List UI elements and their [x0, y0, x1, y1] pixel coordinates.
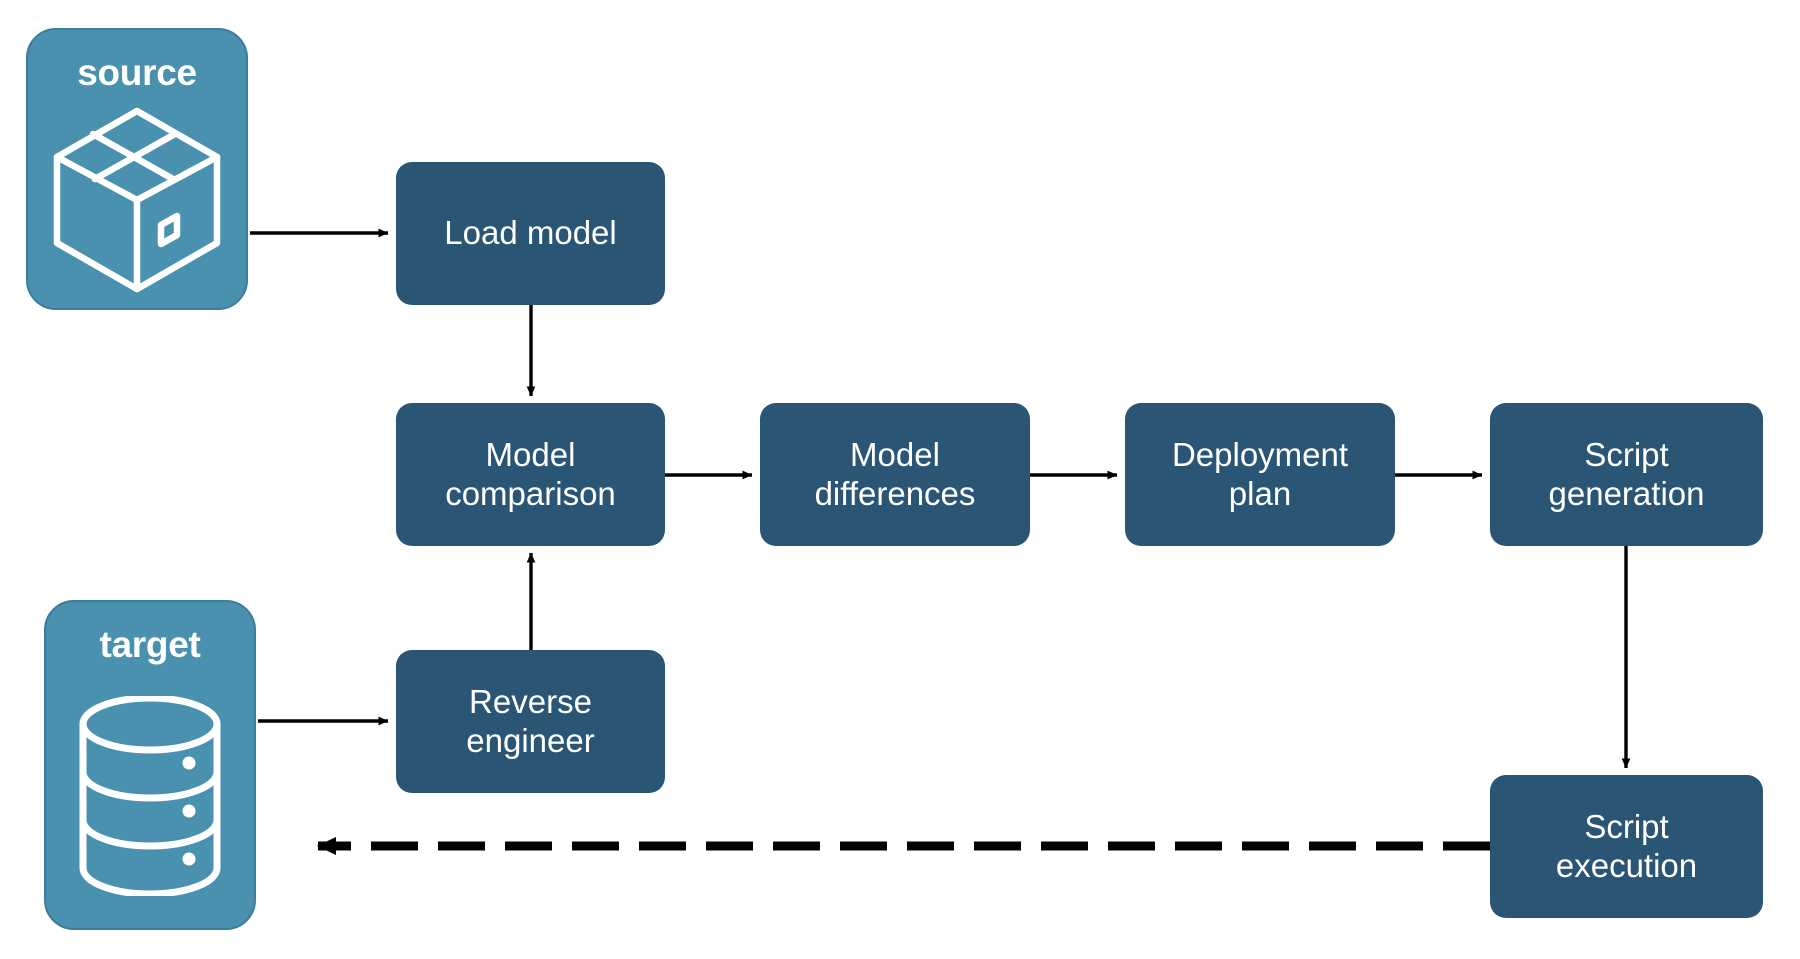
- endpoint-source-label: source: [77, 52, 197, 93]
- process-model-differences[interactable]: Model differences: [760, 403, 1030, 546]
- process-deployment-plan-text: Deployment plan: [1135, 436, 1385, 514]
- endpoint-source[interactable]: source: [26, 28, 248, 310]
- process-deployment-plan[interactable]: Deployment plan: [1125, 403, 1395, 546]
- process-deployment-plan-line2: plan: [1228, 474, 1292, 512]
- process-model-differences-text: Model differences: [770, 436, 1020, 514]
- process-script-generation-line1: Script: [1584, 435, 1669, 473]
- process-load-model-line1: Load model: [444, 214, 617, 252]
- process-model-comparison-line1: Model: [485, 435, 576, 473]
- process-script-generation-text: Script generation: [1500, 436, 1753, 514]
- endpoint-target-label: target: [99, 624, 201, 665]
- process-model-differences-line1: Model: [850, 435, 940, 473]
- process-model-comparison[interactable]: Model comparison: [396, 403, 665, 546]
- package-box-icon: [28, 91, 246, 308]
- process-script-execution-text: Script execution: [1500, 808, 1753, 886]
- process-load-model[interactable]: Load model: [396, 162, 665, 305]
- process-script-generation[interactable]: Script generation: [1490, 403, 1763, 546]
- process-reverse-engineer-line2: engineer: [466, 721, 595, 759]
- process-script-execution-line2: execution: [1555, 846, 1698, 884]
- process-model-comparison-text: Model comparison: [406, 436, 655, 514]
- endpoint-target[interactable]: target: [44, 600, 256, 930]
- process-script-execution-line1: Script: [1584, 807, 1669, 845]
- process-reverse-engineer-text: Reverse engineer: [406, 683, 655, 761]
- process-script-execution[interactable]: Script execution: [1490, 775, 1763, 918]
- process-model-differences-line2: differences: [814, 474, 976, 512]
- process-model-comparison-line2: comparison: [445, 474, 616, 512]
- process-deployment-plan-line1: Deployment: [1171, 435, 1349, 473]
- process-reverse-engineer-line1: Reverse: [469, 682, 592, 720]
- process-reverse-engineer[interactable]: Reverse engineer: [396, 650, 665, 793]
- database-cylinder-icon: [46, 663, 254, 928]
- process-script-generation-line2: generation: [1548, 474, 1705, 512]
